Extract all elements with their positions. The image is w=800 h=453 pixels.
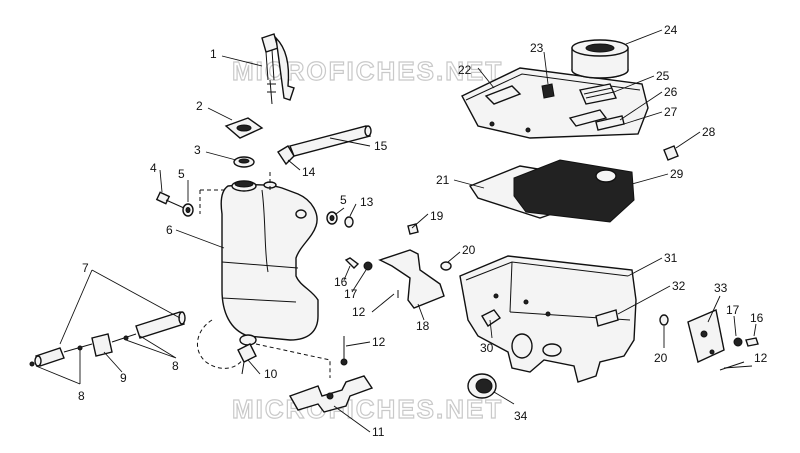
callout-23: 23 bbox=[530, 41, 544, 55]
callout-21: 21 bbox=[436, 173, 450, 187]
fuel-line-assembly bbox=[29, 311, 186, 367]
fuel-outlet-fitting bbox=[237, 343, 257, 375]
callout-14: 14 bbox=[302, 165, 316, 179]
callout-2: 2 bbox=[196, 99, 203, 113]
callout-16: 16 bbox=[334, 275, 348, 289]
callout-32: 32 bbox=[672, 279, 686, 293]
foam-cap bbox=[571, 39, 629, 79]
callout-7: 7 bbox=[82, 261, 89, 275]
callout-15: 15 bbox=[374, 139, 388, 153]
callout-1: 1 bbox=[210, 47, 217, 61]
bolt-left bbox=[155, 191, 185, 209]
watermark-top: MICROFICHES.NET bbox=[232, 56, 503, 86]
fuel-tank bbox=[220, 180, 319, 346]
callout-11: 11 bbox=[372, 425, 385, 439]
cover-clip bbox=[541, 83, 555, 99]
watermark-bottom: MICROFICHES.NET bbox=[232, 394, 503, 424]
spacer-13 bbox=[344, 216, 354, 228]
small-clip bbox=[663, 145, 679, 161]
callout-3: 3 bbox=[194, 143, 201, 157]
callout-30: 30 bbox=[480, 341, 494, 355]
callout-12: 12 bbox=[372, 335, 386, 349]
lower-mount-bracket bbox=[288, 375, 374, 413]
vent-hose bbox=[289, 125, 372, 157]
side-hardware bbox=[719, 337, 759, 371]
pin-center bbox=[340, 336, 348, 366]
fill-cap-ring bbox=[224, 117, 264, 139]
callout-17-b: 17 bbox=[726, 303, 740, 317]
callout-29: 29 bbox=[670, 167, 684, 181]
callout-27: 27 bbox=[664, 105, 678, 119]
callout-18: 18 bbox=[416, 319, 430, 333]
fuel-gauge-cap bbox=[261, 33, 295, 105]
callout-6: 6 bbox=[166, 223, 173, 237]
callout-28: 28 bbox=[702, 125, 716, 139]
washer-left bbox=[182, 203, 194, 217]
callout-17: 17 bbox=[344, 287, 358, 301]
callout-8-b: 8 bbox=[172, 359, 179, 373]
callout-13: 13 bbox=[360, 195, 374, 209]
callout-34: 34 bbox=[514, 409, 528, 423]
grommet-20-right bbox=[659, 314, 669, 326]
callout-9: 9 bbox=[120, 371, 127, 385]
callout-10: 10 bbox=[264, 367, 278, 381]
air-box-nozzle bbox=[481, 309, 502, 327]
callout-16-b: 16 bbox=[750, 311, 764, 325]
callout-19: 19 bbox=[430, 209, 444, 223]
callout-31: 31 bbox=[664, 251, 678, 265]
callout-25: 25 bbox=[656, 69, 670, 83]
rubber-boot bbox=[467, 373, 497, 399]
gasket bbox=[233, 156, 255, 168]
callout-5-b: 5 bbox=[340, 193, 347, 207]
air-filter bbox=[513, 159, 635, 223]
callout-8: 8 bbox=[78, 389, 85, 403]
side-bracket bbox=[687, 309, 725, 363]
bracket-18-group bbox=[344, 223, 452, 309]
callout-12-b: 12 bbox=[352, 305, 366, 319]
callout-12-c: 12 bbox=[754, 351, 768, 365]
intake-grille bbox=[579, 83, 617, 105]
callout-22: 22 bbox=[458, 63, 472, 77]
washer-right bbox=[326, 211, 338, 225]
callout-5: 5 bbox=[178, 167, 185, 181]
air-box bbox=[459, 255, 637, 383]
callout-4: 4 bbox=[150, 161, 157, 175]
callout-26: 26 bbox=[664, 85, 678, 99]
callout-33: 33 bbox=[714, 281, 728, 295]
callout-20: 20 bbox=[462, 243, 476, 257]
callout-24: 24 bbox=[664, 23, 678, 37]
callout-20-b: 20 bbox=[654, 351, 668, 365]
